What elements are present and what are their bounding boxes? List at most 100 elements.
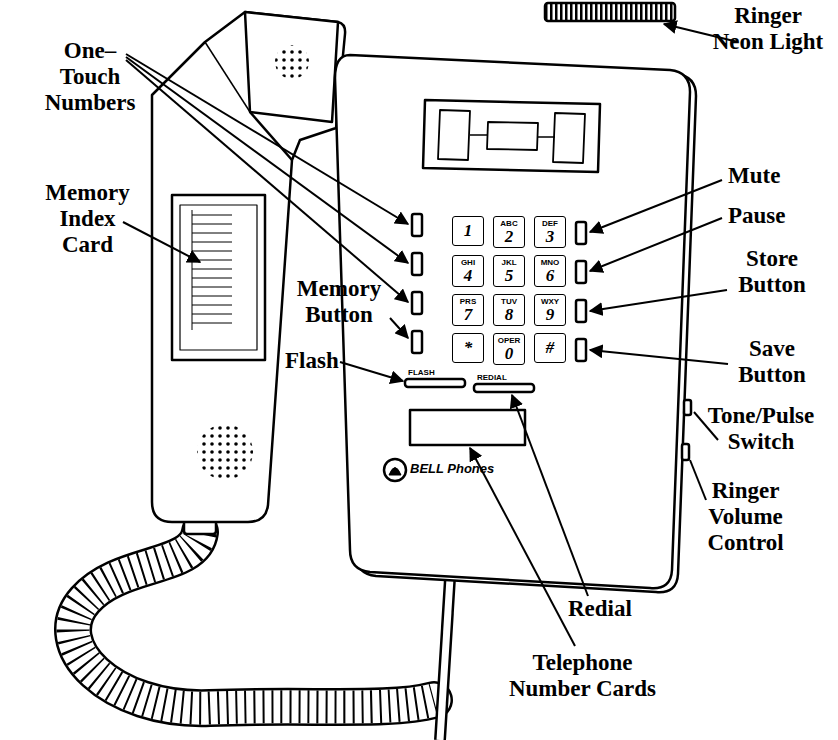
- leader-line: [470, 448, 575, 646]
- leader-line: [390, 318, 408, 338]
- pause-button: [576, 261, 586, 283]
- button-caption: REDIAL: [477, 373, 537, 382]
- key-digit: 4: [464, 267, 473, 285]
- cradle-pocket: [553, 113, 585, 163]
- leader-line: [590, 350, 728, 364]
- leader-line: [590, 290, 727, 311]
- part-label: Telephone Number Cards: [495, 650, 670, 702]
- key-digit: 1: [464, 222, 473, 240]
- keypad-key: GHI4: [452, 255, 484, 287]
- part-label: One– Touch Numbers: [35, 38, 145, 116]
- base-unit: [335, 3, 696, 592]
- key-digit: 5: [505, 267, 514, 285]
- part-label: Redial: [568, 596, 658, 622]
- keypad-key: ABC2: [493, 216, 525, 248]
- part-label: Pause: [728, 203, 818, 229]
- part-label: Tone/Pulse Switch: [690, 403, 832, 455]
- one-touch-button: [412, 253, 422, 275]
- keypad-key: 1: [452, 216, 484, 246]
- leader-line: [590, 218, 722, 271]
- keypad-key: OPER0: [493, 333, 525, 365]
- leader-line: [512, 395, 588, 596]
- line-cord-fill: [440, 578, 450, 740]
- flash-button: [405, 379, 465, 387]
- memory-card-margin: [192, 210, 193, 330]
- store-button: [576, 300, 586, 322]
- cradle-pocket: [438, 110, 470, 160]
- mute-button: [576, 222, 586, 244]
- part-label: Save Button: [722, 336, 822, 388]
- keypad-key: JKL5: [493, 255, 525, 287]
- earpiece-holes: [275, 45, 309, 79]
- number-card-window: [410, 410, 525, 445]
- part-label: Ringer Volume Control: [688, 478, 803, 556]
- leader-line: [123, 222, 200, 262]
- key-letters: MNO: [541, 258, 560, 267]
- line-cord: [440, 578, 450, 740]
- part-label: Ringer Neon Light: [712, 3, 824, 55]
- keypad-key: DEF3: [534, 216, 566, 248]
- leader-line: [690, 460, 706, 500]
- memory-card: [180, 205, 257, 350]
- handset-body: [152, 12, 345, 522]
- leader-line: [126, 54, 408, 224]
- part-label: Mute: [728, 163, 808, 189]
- leader-line: [340, 362, 403, 381]
- keypad-key: *: [452, 333, 484, 363]
- key-letters: DEF: [542, 219, 558, 228]
- button-caption: FLASH: [408, 368, 468, 377]
- key-letters: PRS: [460, 297, 476, 306]
- handset-edge: [205, 42, 250, 112]
- bell-logo: [384, 459, 406, 481]
- cradle: [423, 100, 600, 172]
- save-button: [576, 339, 586, 361]
- leader-line: [126, 57, 408, 263]
- keypad-key: PRS7: [452, 294, 484, 326]
- part-label: Store Button: [722, 246, 822, 298]
- key-letters: TUV: [501, 297, 517, 306]
- key-letters: GHI: [461, 258, 475, 267]
- base-front: [335, 55, 690, 588]
- tone-pulse-switch: [684, 400, 691, 415]
- cradle-ridge: [470, 135, 555, 137]
- keypad-key: #: [534, 333, 566, 363]
- brand-name: BELL Phones: [410, 461, 520, 477]
- key-letters: OPER: [498, 336, 521, 345]
- memory-card-lines: [192, 215, 232, 323]
- leader-lines: [123, 24, 738, 646]
- redial-button: [474, 384, 534, 392]
- key-letters: WXY: [541, 297, 559, 306]
- earpiece-face: [245, 12, 338, 122]
- keypad-key: TUV8: [493, 294, 525, 326]
- ringer-neon-light: [545, 3, 675, 21]
- one-touch-button: [412, 292, 422, 314]
- key-digit: 9: [546, 306, 555, 324]
- memory-button: [412, 331, 422, 353]
- part-label: Flash: [285, 348, 365, 374]
- leader-line: [126, 60, 408, 302]
- handset: [152, 12, 345, 534]
- mouthpiece-holes: [197, 424, 253, 480]
- hook-switch: [487, 122, 538, 150]
- key-digit: 3: [546, 228, 555, 246]
- key-digit: 6: [546, 267, 555, 285]
- ringer-volume-control: [682, 444, 689, 460]
- one-touch-button: [412, 214, 422, 236]
- key-digit: 8: [505, 306, 514, 324]
- key-digit: #: [546, 339, 555, 357]
- part-label: Memory Button: [283, 276, 395, 328]
- line-cord-outline: [440, 578, 450, 740]
- keypad-key: MNO6: [534, 255, 566, 287]
- key-letters: ABC: [500, 219, 517, 228]
- keypad-key: WXY9: [534, 294, 566, 326]
- key-digit: *: [464, 339, 473, 357]
- part-label: Memory Index Card: [40, 180, 135, 258]
- key-digit: 2: [505, 228, 514, 246]
- leader-line: [590, 180, 722, 232]
- memory-card-frame: [172, 195, 265, 360]
- key-digit: 7: [464, 306, 473, 324]
- bell-logo-mark: [389, 468, 401, 476]
- key-digit: 0: [505, 345, 514, 363]
